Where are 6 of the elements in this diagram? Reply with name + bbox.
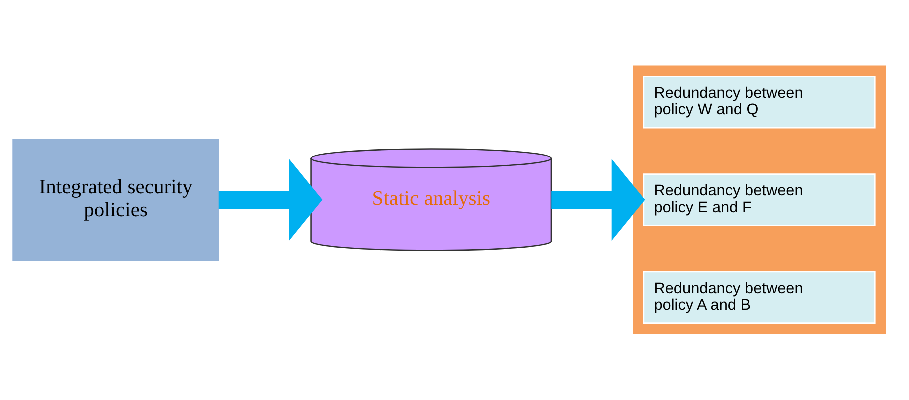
- node-box: Redundancy between policy E and F: [643, 174, 876, 226]
- node-box: Redundancy between policy W and Q: [643, 76, 876, 129]
- node-box: Redundancy between policy A and B: [643, 271, 876, 324]
- arrow: [218, 159, 323, 241]
- cluster: [633, 66, 886, 334]
- node-box: Integrated security policies: [12, 138, 220, 262]
